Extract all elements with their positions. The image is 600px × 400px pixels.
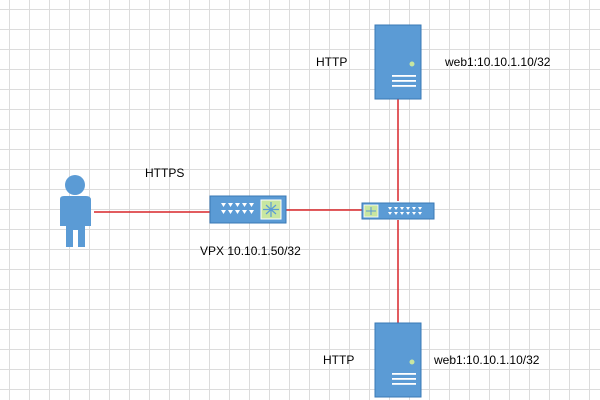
- load-balancer-icon: [209, 195, 287, 224]
- connections: [94, 99, 399, 323]
- client-protocol-label: HTTPS: [145, 166, 184, 180]
- web-server-top[interactable]: [374, 24, 422, 100]
- switch-device[interactable]: [361, 202, 435, 220]
- user-icon[interactable]: [60, 175, 91, 247]
- server-icon: [374, 322, 422, 398]
- web-top-address-label: web1:10.10.1.10/32: [444, 55, 551, 69]
- web-server-bottom[interactable]: [374, 322, 422, 398]
- vpx-label: VPX 10.10.1.50/32: [200, 244, 301, 258]
- server-icon: [374, 24, 422, 100]
- switch-icon: [361, 202, 435, 220]
- web-bottom-address-label: web1:10.10.1.10/32: [433, 353, 540, 367]
- web-bottom-protocol-label: HTTP: [323, 353, 354, 367]
- web-top-protocol-label: HTTP: [316, 55, 347, 69]
- vpx-device[interactable]: [209, 195, 287, 224]
